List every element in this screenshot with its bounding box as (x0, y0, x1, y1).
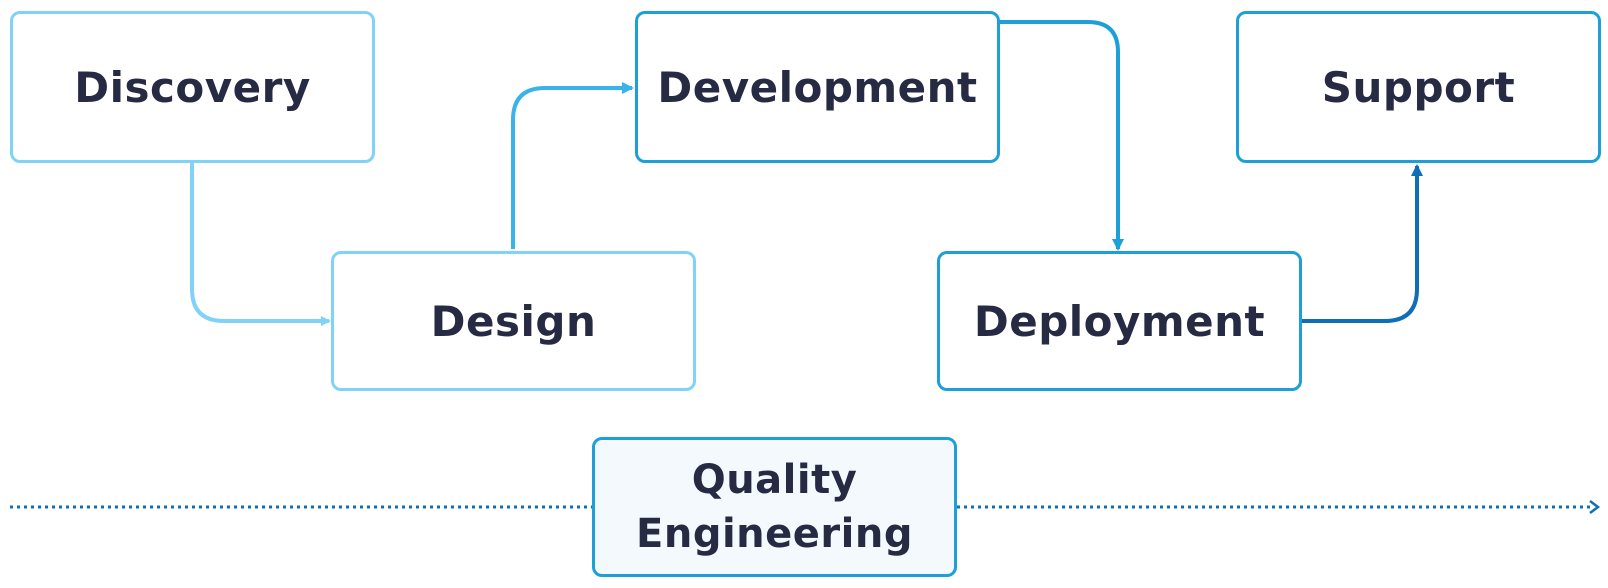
node-development: Development (635, 11, 1000, 163)
node-discovery: Discovery (10, 11, 375, 163)
node-support: Support (1236, 11, 1601, 163)
connector-discovery-design (190, 163, 331, 326)
node-deployment: Deployment (937, 251, 1302, 391)
node-deployment-label: Deployment (973, 296, 1266, 346)
connector-deployment-support (1302, 164, 1423, 323)
connector-development-deployment (1000, 20, 1124, 251)
node-discovery-label: Discovery (74, 62, 311, 112)
node-quality-engineering: Quality Engineering (592, 437, 957, 577)
quality-line-2: Engineering (636, 511, 913, 557)
node-support-label: Support (1321, 62, 1516, 112)
node-development-label: Development (657, 62, 978, 112)
node-design-label: Design (430, 296, 597, 346)
node-quality-engineering-label: Quality Engineering (636, 453, 913, 561)
timeline-arrow-head (1589, 500, 1601, 514)
quality-line-1: Quality (691, 457, 858, 503)
connector-design-development (511, 82, 634, 249)
node-design: Design (331, 251, 696, 391)
